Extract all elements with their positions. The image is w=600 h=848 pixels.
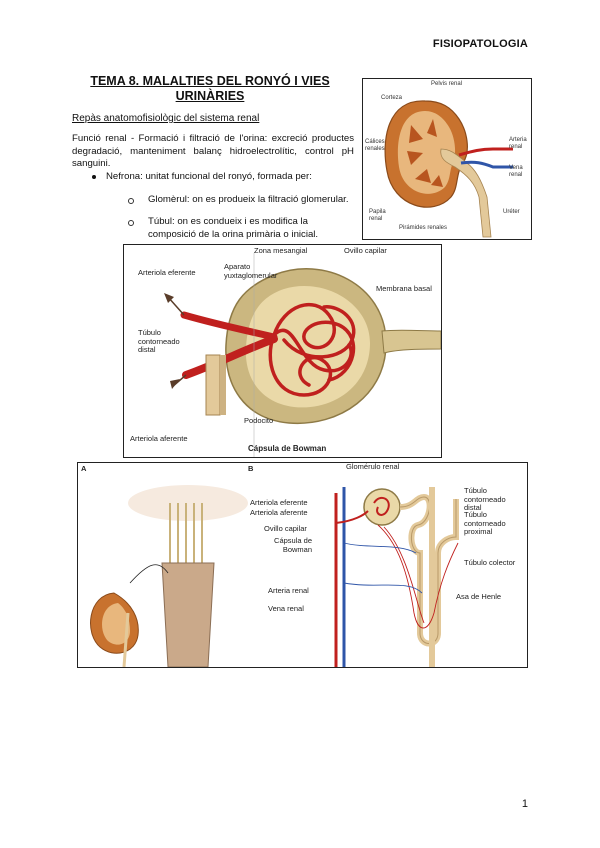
- title-line-2: URINÀRIES: [175, 89, 245, 103]
- label-piramides: Pirámides renales: [399, 225, 448, 231]
- label-tubulo-proximal: Túbulo contorneado proximal: [464, 510, 506, 536]
- label-tubulo-colector: Túbulo colector: [464, 558, 516, 567]
- sub-bullet-marker: [128, 198, 134, 204]
- bullet-marker: [92, 175, 96, 179]
- label-papila: Papila renal: [369, 209, 386, 222]
- course-header: FISIOPATOLOGIA: [432, 38, 528, 50]
- label-asa-henle: Asa de Henle: [456, 592, 502, 601]
- glomerulus-figure: Zona mesangial Ovillo capilar Aparato yu…: [123, 244, 442, 458]
- label-tubulo-distal: Túbulo contorneado distal: [464, 486, 506, 512]
- label-tubulo-contorneado-distal: Túbulo contorneado distal: [138, 328, 180, 354]
- label-arteriola-eferente-b: Arteriola eferente: [250, 498, 308, 507]
- label-vena-renal: Vena renal: [509, 165, 523, 178]
- renal-function-paragraph: Funció renal - Formació i filtració de l…: [72, 133, 354, 169]
- glomerul-item: Glomèrul: on es produeix la filtració gl…: [148, 194, 349, 205]
- caption-capsula-bowman: Cápsula de Bowman: [248, 444, 327, 453]
- label-membrana-basal: Membrana basal: [376, 284, 432, 293]
- label-ureter: Uréter: [503, 209, 520, 215]
- label-aparato-yuxtaglomerular: Aparato yuxtaglomerular: [224, 262, 278, 280]
- section-subtitle: Repàs anatomofisiològic del sistema rena…: [72, 113, 260, 124]
- label-capsula-bowman-b: Cápsula de Bowman: [274, 536, 312, 554]
- kidney-illustration: [384, 100, 513, 238]
- panel-a-label: A: [81, 464, 87, 473]
- label-calices: Cálices renales: [365, 139, 385, 152]
- label-arteriola-eferente: Arteriola eferente: [138, 268, 196, 277]
- title-line-1: TEMA 8. MALALTIES DEL RONYÓ I VIES: [90, 74, 330, 88]
- label-pelvis-renal: Pelvis renal: [431, 81, 463, 87]
- label-glomerulo-renal: Glomérulo renal: [346, 462, 400, 471]
- tubul-item: Túbul: on es condueix i es modifica la c…: [148, 216, 319, 240]
- panel-b-label: B: [248, 464, 254, 473]
- label-arteriola-aferente: Arteriola aferente: [130, 434, 188, 443]
- sub-bullet-marker: [128, 220, 134, 226]
- kidney-figure: Pelvis renal Corteza Cálices renales Art…: [362, 78, 532, 240]
- label-vena-renal-b: Vena renal: [268, 604, 304, 613]
- label-ovillo-capilar: Ovillo capilar: [344, 246, 387, 255]
- label-arteria-renal: Arteria renal: [509, 137, 527, 150]
- nephron-figure: A B Glomérulo renal Arteriola eferente A…: [77, 462, 528, 668]
- label-arteriola-aferente-b: Arteriola aferente: [250, 508, 308, 517]
- nephron-bullet: Nefrona: unitat funcional del ronyó, for…: [106, 171, 312, 182]
- page-number: 1: [521, 798, 528, 810]
- label-ovillo-capilar-b: Ovillo capilar: [264, 524, 307, 533]
- page-title: TEMA 8. MALALTIES DEL RONYÓ I VIES URINÀ…: [80, 74, 340, 104]
- label-podocito: Podocito: [244, 416, 274, 425]
- glomerulus-illustration: [164, 253, 442, 457]
- nephron-illustration: [90, 485, 459, 668]
- label-arteria-renal-b: Arteria renal: [268, 586, 309, 595]
- label-corteza: Corteza: [381, 95, 403, 101]
- label-zona-mesangial: Zona mesangial: [254, 246, 308, 255]
